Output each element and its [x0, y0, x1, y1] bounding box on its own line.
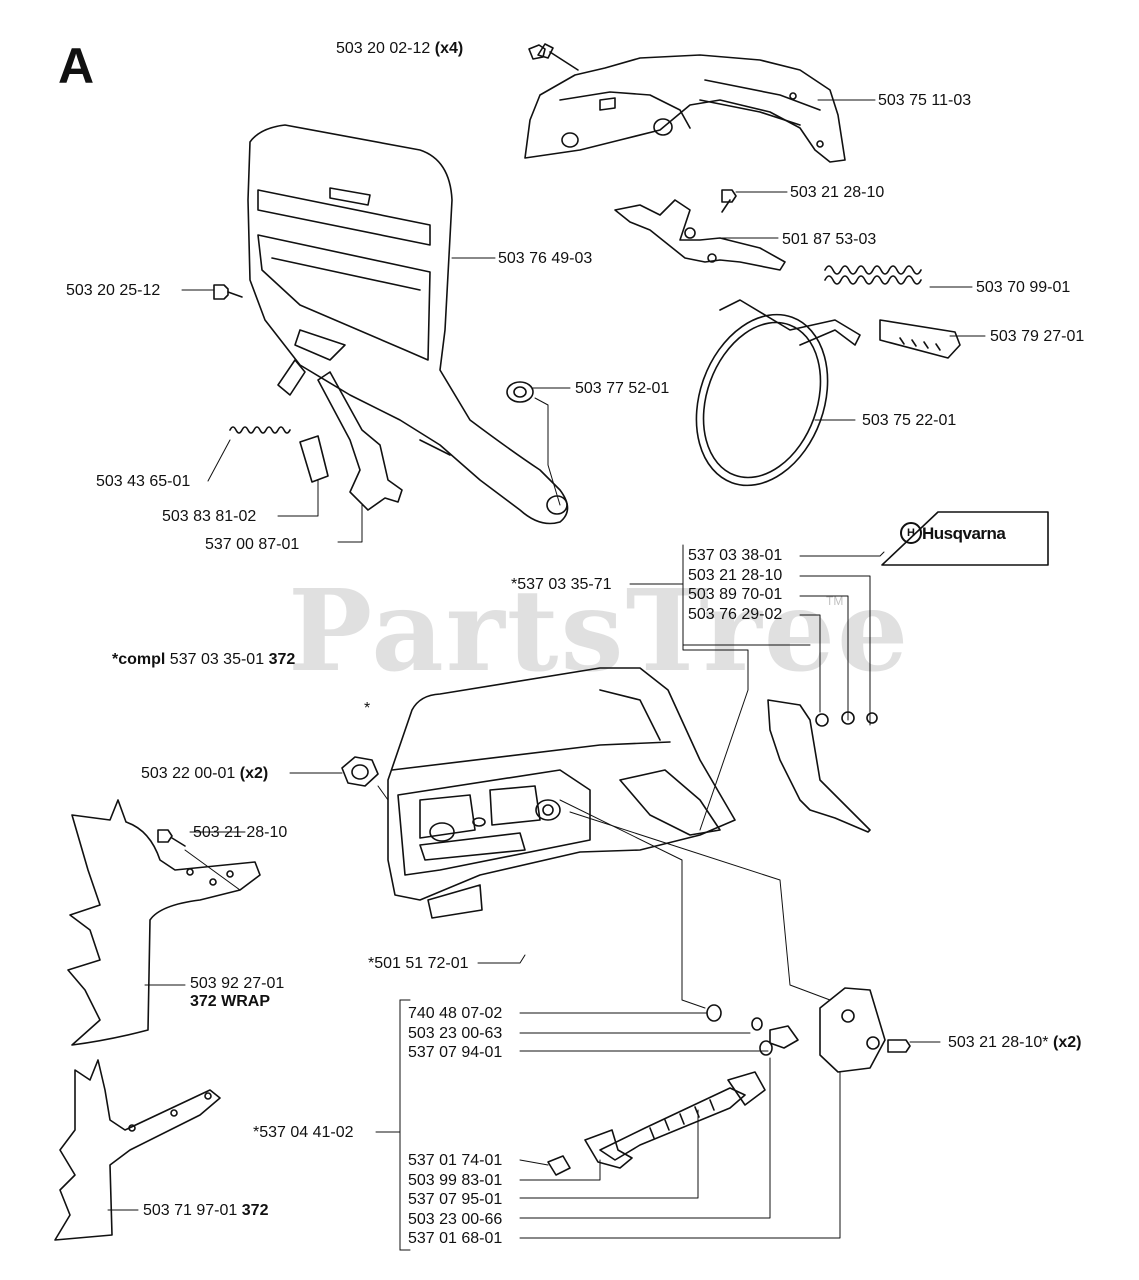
- part-label-503-21-28-10-kit[interactable]: 503 21 28-10: [688, 566, 783, 584]
- part-label-503-22-00-01[interactable]: 503 22 00-01 (x2): [141, 765, 268, 783]
- brake-lever-drawing: [614, 199, 786, 271]
- part-label-503-83-81-02[interactable]: 503 83 81-02: [162, 508, 257, 525]
- part-quantity: (x2): [239, 765, 269, 782]
- part-label-537-04-41-02[interactable]: *537 04 41-02: [253, 1124, 354, 1141]
- brake-band-drawing: [695, 299, 961, 487]
- clutch-cover-drawing: [387, 667, 736, 919]
- part-label-501-87-53-03[interactable]: 501 87 53-03: [782, 231, 877, 248]
- part-label-503-99-83-01[interactable]: 503 99 83-01: [408, 1171, 503, 1189]
- part-number: 503 21 28-10*: [948, 1034, 1049, 1051]
- part-number: 503 22 00-01: [141, 765, 236, 782]
- part-quantity: (x4): [434, 40, 464, 57]
- part-label-503-23-00-63[interactable]: 503 23 00-63: [408, 1024, 503, 1042]
- complete-prefix: *compl: [112, 651, 166, 668]
- nut-drawing: [341, 756, 379, 787]
- part-label-503-20-02-12[interactable]: 503 20 02-12 (x4): [336, 40, 463, 58]
- part-label-complete-cover[interactable]: *compl 537 03 35-01 372: [112, 651, 295, 669]
- watermark: PartsTree: [288, 566, 911, 697]
- part-label-740-48-07-02[interactable]: 740 48 07-02: [408, 1005, 503, 1022]
- part-label-503-75-22-01[interactable]: 503 75 22-01: [862, 412, 957, 429]
- part-label-503-89-70-01[interactable]: 503 89 70-01: [688, 586, 783, 603]
- part-label-503-20-25-12[interactable]: 503 20 25-12: [66, 282, 161, 299]
- model-number: 372: [241, 1202, 269, 1219]
- part-number: 503 20 02-12: [336, 40, 431, 57]
- guide-plate-drawing: [767, 699, 878, 833]
- part-label-503-21-28-10-spike[interactable]: 503 21 28-10: [193, 824, 288, 841]
- part-list-tensioner: 537 01 74-01 503 99 83-01 537 07 95-01 5…: [408, 1151, 502, 1249]
- part-label-537-03-35-71[interactable]: *537 03 35-71: [511, 576, 612, 593]
- part-label-503-92-27-01[interactable]: 503 92 27-01 372 WRAP: [190, 975, 284, 1011]
- model-number: 372: [268, 651, 296, 668]
- part-number: 537 03 35-01: [169, 651, 265, 668]
- part-label-503-71-97-01[interactable]: 503 71 97-01 372: [143, 1202, 268, 1220]
- part-label-503-21-28-10-top[interactable]: 503 21 28-10: [790, 184, 885, 201]
- part-label-503-79-27-01[interactable]: 503 79 27-01: [990, 328, 1085, 345]
- part-label-537-01-68-01[interactable]: 537 01 68-01: [408, 1230, 503, 1247]
- bumper-spike-large-drawing: [67, 799, 261, 1046]
- trademark-mark: TM: [826, 594, 844, 608]
- leader-lines: [107, 99, 986, 1251]
- part-label-537-07-94-01[interactable]: 537 07 94-01: [408, 1044, 503, 1061]
- guard-plate-drawing: [524, 43, 846, 163]
- hand-guard-drawing: [247, 124, 569, 525]
- part-label-537-00-87-01[interactable]: 537 00 87-01: [205, 536, 300, 553]
- part-list-cover-kit: 537 03 38-01 503 21 28-10 503 89 70-01 5…: [688, 546, 782, 624]
- part-label-503-75-11-03[interactable]: 503 75 11-03: [878, 92, 972, 109]
- part-label-503-70-99-01[interactable]: 503 70 99-01: [976, 279, 1071, 296]
- bumper-spike-small-drawing: [54, 1059, 221, 1241]
- part-label-503-23-00-66[interactable]: 503 23 00-66: [408, 1210, 503, 1228]
- part-label-537-03-38-01[interactable]: 537 03 38-01: [688, 547, 783, 564]
- bolt-drawings: [157, 44, 737, 847]
- part-label-537-01-74-01[interactable]: 537 01 74-01: [408, 1152, 503, 1169]
- part-number: 503 71 97-01: [143, 1202, 238, 1219]
- part-number: 503 92 27-01: [190, 975, 285, 992]
- small-lever-drawing: [299, 371, 403, 511]
- part-label-501-51-72-01[interactable]: *501 51 72-01: [368, 955, 469, 972]
- part-list-oil-adjuster: 740 48 07-02 503 23 00-63 537 07 94-01: [408, 1004, 502, 1063]
- part-label-503-76-49-03[interactable]: 503 76 49-03: [498, 250, 593, 267]
- asterisk-marker: *: [364, 700, 371, 717]
- part-label-537-07-95-01[interactable]: 537 07 95-01: [408, 1191, 503, 1208]
- spring-drawing: [229, 265, 922, 434]
- part-label-503-21-28-10-x2[interactable]: 503 21 28-10* (x2): [948, 1034, 1081, 1052]
- part-label-503-76-29-02[interactable]: 503 76 29-02: [688, 605, 783, 623]
- part-quantity: (x2): [1052, 1034, 1082, 1051]
- part-label-503-77-52-01[interactable]: 503 77 52-01: [575, 380, 670, 397]
- husqvarna-logo-icon: H: [900, 522, 922, 544]
- model-variant: 372 WRAP: [190, 993, 271, 1010]
- adjuster-drawings: [547, 987, 911, 1176]
- part-label-503-43-65-01[interactable]: 503 43 65-01: [96, 473, 191, 490]
- brand-logo: Husqvarna: [922, 524, 1006, 543]
- section-letter: A: [58, 38, 95, 94]
